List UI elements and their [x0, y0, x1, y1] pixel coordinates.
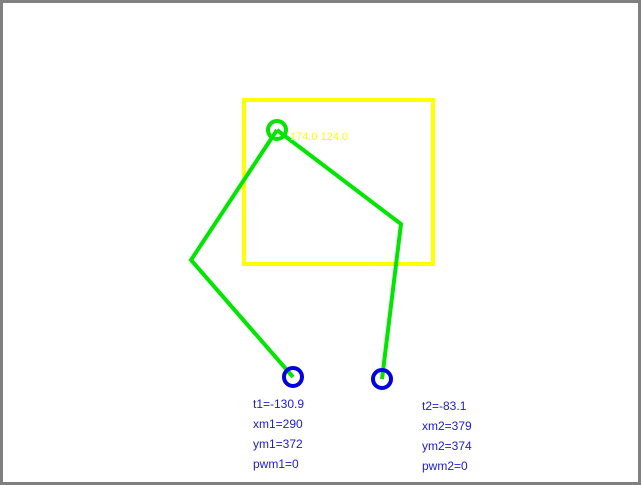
arm2-x-readout: xm2=379: [422, 419, 472, 433]
arm2-y-readout: ym2=374: [422, 439, 472, 453]
arm1-readout: t1=-130.9 xm1=290 ym1=372 pwm1=0: [253, 394, 304, 474]
motor2-joint-marker: [371, 368, 393, 390]
arm1-pwm-readout: pwm1=0: [253, 457, 299, 471]
motor1-joint-marker: [282, 366, 304, 388]
arm1-links: [188, 128, 295, 379]
arm1-angle-readout: t1=-130.9: [253, 397, 305, 411]
plot-canvas[interactable]: 174.0 124.0: [3, 3, 641, 485]
arm1-x-readout: xm1=290: [253, 417, 303, 431]
end-effector-marker[interactable]: [266, 119, 288, 141]
arm1-y-readout: ym1=372: [253, 437, 303, 451]
arm2-links: [275, 128, 404, 380]
arm2-angle-readout: t2=-83.1: [422, 399, 467, 413]
target-coordinate-label: 174.0 124.0: [290, 131, 348, 143]
arm2-readout: t2=-83.1 xm2=379 ym2=374 pwm2=0: [422, 396, 472, 476]
arm2-pwm-readout: pwm2=0: [422, 459, 468, 473]
